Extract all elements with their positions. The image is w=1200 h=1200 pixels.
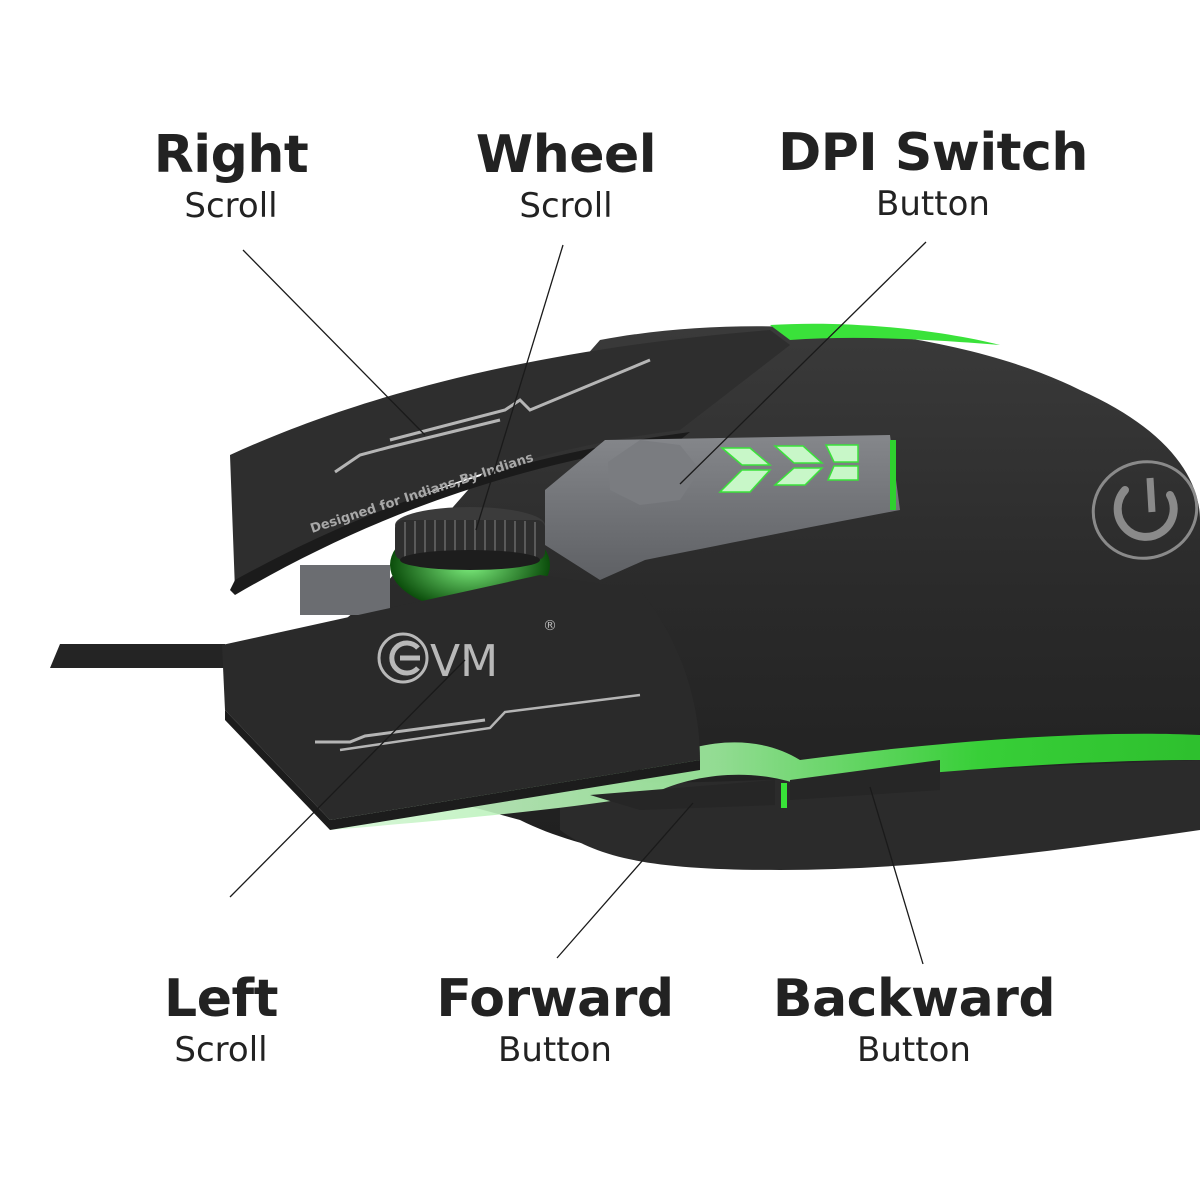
callout-title: Left	[164, 969, 278, 1029]
power-icon	[1091, 460, 1199, 560]
dpi-switch-panel[interactable]	[545, 435, 900, 580]
callout-subtitle: Scroll	[174, 1030, 268, 1070]
callout-subtitle: Scroll	[184, 186, 278, 226]
registered-mark: ®	[543, 618, 557, 634]
callout-subtitle: Button	[876, 184, 990, 224]
callout-title: Wheel	[475, 125, 657, 185]
usb-cable	[50, 644, 232, 668]
left-scroll-leader	[229, 659, 466, 898]
callout-subtitle: Button	[857, 1030, 971, 1070]
callout-subtitle: Button	[498, 1030, 612, 1070]
evm-logo-icon: VM ®	[377, 618, 557, 687]
chevron-arrows-icon	[718, 444, 859, 493]
callout-title: Right	[153, 125, 309, 185]
dpi-switch-leader	[679, 241, 927, 485]
backward-side-button[interactable]	[790, 760, 940, 800]
callout-title: Backward	[772, 969, 1056, 1029]
left-button[interactable]	[222, 575, 700, 830]
callout-wheel-scroll: Wheel Scroll	[475, 125, 657, 226]
callout-subtitle: Scroll	[519, 186, 613, 226]
forward-button-leader	[556, 802, 694, 959]
wheel-scroll-leader	[475, 244, 564, 531]
leader-lines	[229, 241, 927, 965]
rgb-light-strip	[320, 323, 1200, 830]
callout-right-scroll: Right Scroll	[153, 125, 309, 226]
callout-dpi-switch: DPI Switch Button	[778, 124, 1088, 224]
forward-side-button[interactable]	[590, 780, 775, 810]
callout-title: Forward	[436, 969, 674, 1029]
callout-backward-button: Backward Button	[772, 969, 1056, 1070]
callout-forward-button: Forward Button	[436, 969, 674, 1070]
right-scroll-leader	[242, 249, 426, 436]
backward-button-leader	[869, 786, 924, 965]
callout-left-scroll: Left Scroll	[164, 970, 278, 1070]
callout-title: DPI Switch	[778, 123, 1088, 183]
